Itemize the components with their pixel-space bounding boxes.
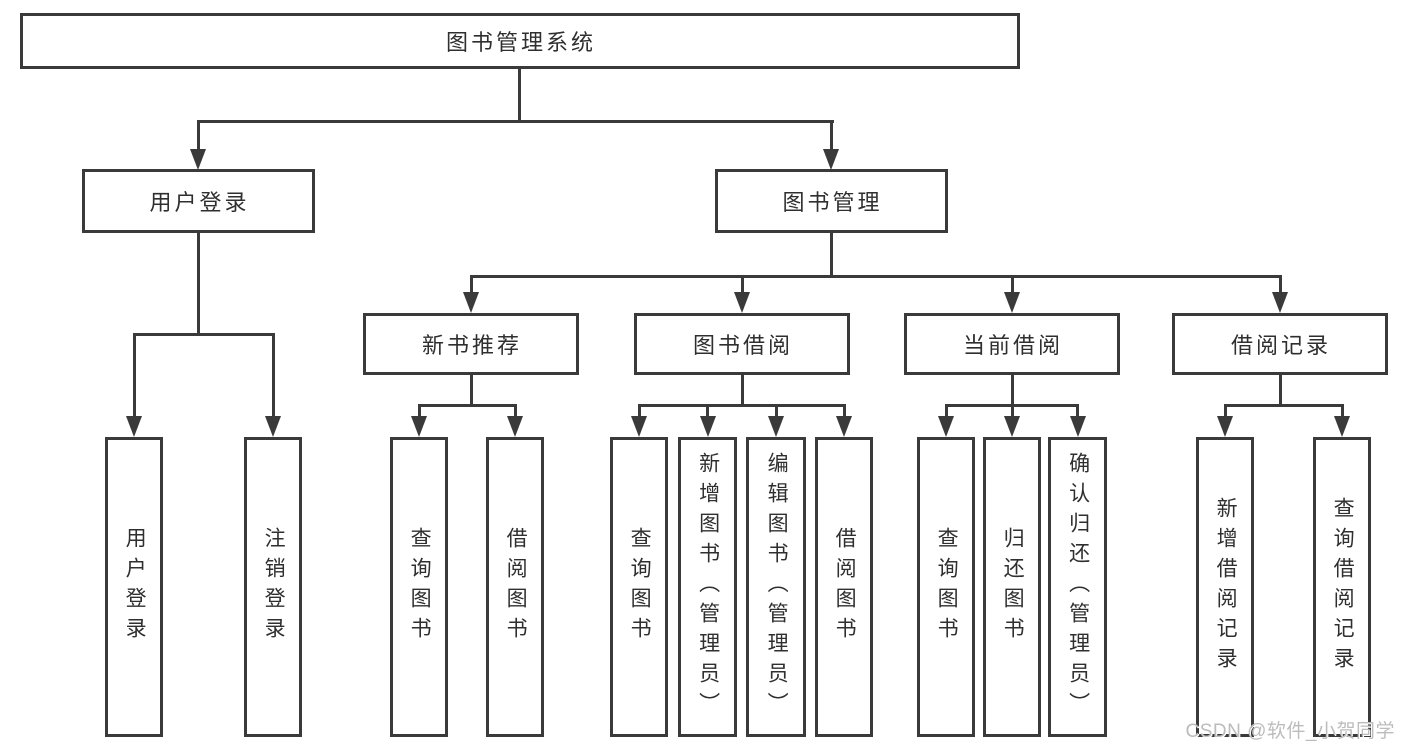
node-label: 编辑图书（管理员） xyxy=(765,452,789,722)
arrowhead-down-icon xyxy=(1070,416,1086,437)
connector-line xyxy=(706,404,709,417)
node-label: 查询图书 xyxy=(628,527,652,647)
arrowhead-down-icon xyxy=(1217,416,1233,437)
arrowhead-down-icon xyxy=(190,149,206,170)
node-system-root: 图书管理系统 xyxy=(20,13,1020,69)
arrowhead-down-icon xyxy=(265,416,281,437)
arrowhead-down-icon xyxy=(734,292,750,313)
node-book-borrowing: 图书借阅 xyxy=(634,313,850,375)
node-label: 图书借阅 xyxy=(692,333,793,358)
connector-line xyxy=(1011,404,1014,417)
leaf-add-books-admin: 新增图书（管理员） xyxy=(678,437,737,737)
node-label: 注销登录 xyxy=(262,527,286,647)
leaf-user-login: 用户登录 xyxy=(105,437,163,737)
connector-line xyxy=(514,404,517,417)
node-label: 确认归还（管理员） xyxy=(1066,452,1090,722)
connector-line xyxy=(518,69,521,122)
connector-line xyxy=(638,404,641,417)
node-label: 借阅记录 xyxy=(1230,333,1331,358)
connector-line xyxy=(1279,275,1282,295)
node-label: 用户登录 xyxy=(149,190,250,215)
leaf-query-books: 查询图书 xyxy=(390,437,448,737)
arrowhead-down-icon xyxy=(938,416,954,437)
node-borrowing-records: 借阅记录 xyxy=(1172,313,1388,375)
arrowhead-down-icon xyxy=(463,292,479,313)
arrowhead-down-icon xyxy=(823,149,839,170)
connector-line xyxy=(741,275,744,295)
node-label: 新增借阅记录 xyxy=(1214,497,1238,677)
node-user-login: 用户登录 xyxy=(82,169,315,233)
arrowhead-down-icon xyxy=(631,416,647,437)
connector-line xyxy=(1076,404,1079,417)
node-label: 新增图书（管理员） xyxy=(696,452,720,722)
connector-line xyxy=(830,233,833,278)
arrowhead-down-icon xyxy=(768,416,784,437)
node-label: 新书推荐 xyxy=(421,333,522,358)
connector-line xyxy=(1011,275,1014,295)
arrowhead-down-icon xyxy=(700,416,716,437)
leaf-query-books: 查询图书 xyxy=(610,437,668,737)
node-label: 用户登录 xyxy=(123,527,147,647)
node-label: 查询借阅记录 xyxy=(1331,497,1355,677)
node-label: 查询图书 xyxy=(408,527,432,647)
leaf-confirm-return-admin: 确认归还（管理员） xyxy=(1048,437,1107,737)
arrowhead-down-icon xyxy=(1004,416,1020,437)
connector-line xyxy=(470,275,1281,278)
node-label: 图书管理 xyxy=(782,190,883,215)
leaf-edit-books-admin: 编辑图书（管理员） xyxy=(746,437,806,737)
leaf-borrow-books: 借阅图书 xyxy=(486,437,544,737)
connector-line xyxy=(418,404,516,407)
leaf-return-books: 归还图书 xyxy=(983,437,1041,737)
node-label: 图书管理系统 xyxy=(445,30,596,55)
connector-line xyxy=(197,120,834,123)
node-label: 借阅图书 xyxy=(504,527,528,647)
connector-line xyxy=(775,404,778,417)
arrowhead-down-icon xyxy=(411,416,427,437)
connector-line xyxy=(1224,404,1343,407)
leaf-borrow-books: 借阅图书 xyxy=(815,437,873,737)
connector-line xyxy=(843,404,846,417)
connector-line xyxy=(418,404,421,417)
node-label: 借阅图书 xyxy=(833,527,857,647)
leaf-add-borrow-record: 新增借阅记录 xyxy=(1196,437,1254,737)
connector-line xyxy=(197,233,200,336)
connector-line xyxy=(470,375,473,406)
connector-line xyxy=(197,120,200,150)
arrowhead-down-icon xyxy=(507,416,523,437)
connector-line xyxy=(830,120,833,150)
connector-line xyxy=(133,333,136,416)
arrowhead-down-icon xyxy=(1004,292,1020,313)
leaf-query-books: 查询图书 xyxy=(917,437,975,737)
arrowhead-down-icon xyxy=(126,416,142,437)
csdn-watermark: CSDN @软件_小贺同学 xyxy=(1185,721,1395,742)
connector-line xyxy=(1279,375,1282,406)
node-label: 当前借阅 xyxy=(962,333,1063,358)
connector-line xyxy=(945,404,948,417)
arrowhead-down-icon xyxy=(1334,416,1350,437)
node-book-management: 图书管理 xyxy=(715,169,948,233)
connector-line xyxy=(470,275,473,295)
leaf-logout: 注销登录 xyxy=(244,437,302,737)
connector-line xyxy=(1011,375,1014,406)
connector-line xyxy=(1341,404,1344,417)
connector-line xyxy=(1224,404,1227,417)
leaf-query-borrow-record: 查询借阅记录 xyxy=(1313,437,1371,737)
node-current-borrowing: 当前借阅 xyxy=(904,313,1120,375)
node-label: 归还图书 xyxy=(1001,527,1025,647)
connector-line xyxy=(133,333,275,336)
node-label: 查询图书 xyxy=(935,527,959,647)
arrowhead-down-icon xyxy=(836,416,852,437)
arrowhead-down-icon xyxy=(1272,292,1288,313)
connector-line xyxy=(272,333,275,416)
connector-line xyxy=(638,404,846,407)
connector-line xyxy=(741,375,744,406)
node-new-book-recommendation: 新书推荐 xyxy=(363,313,579,375)
